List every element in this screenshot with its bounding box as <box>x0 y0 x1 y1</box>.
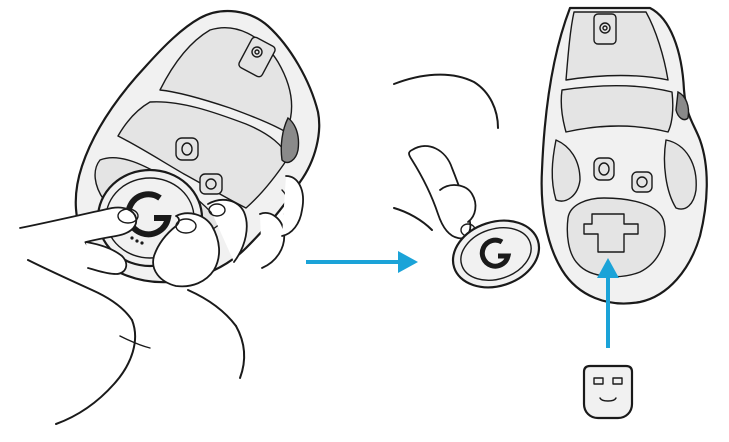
g-logo-icon <box>479 237 512 269</box>
left-hand-icon <box>19 175 304 425</box>
puck-cover-icon <box>439 184 541 289</box>
arrow-up-icon <box>597 258 619 348</box>
right-mouse-icon <box>540 6 708 305</box>
arrow-right-icon <box>306 251 418 273</box>
middle-hand-icon <box>393 73 499 240</box>
usb-receiver-icon <box>582 364 634 420</box>
